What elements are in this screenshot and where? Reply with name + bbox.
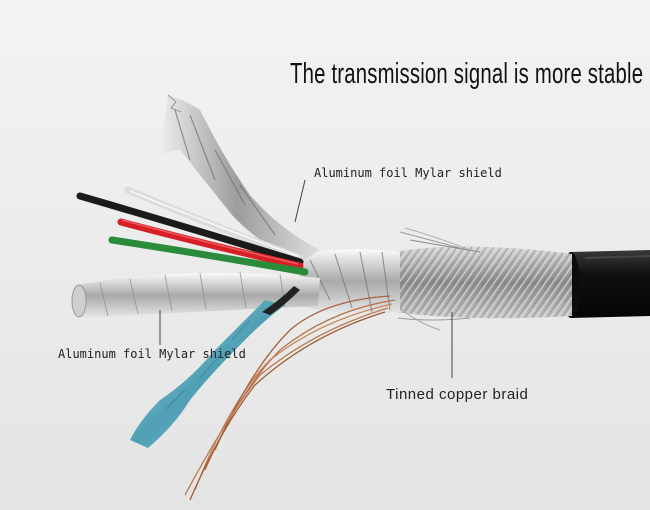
- callout-foil-left: Aluminum foil Mylar shield: [58, 347, 246, 361]
- foil-shield-upper: [155, 94, 320, 262]
- leader-line-top: [294, 179, 306, 223]
- signal-wires: [76, 186, 309, 276]
- copper-strands: [184, 295, 396, 501]
- drain-wire: [262, 286, 300, 315]
- callout-foil-top: Aluminum foil Mylar shield: [314, 166, 502, 180]
- tinned-copper-braid: [387, 227, 572, 331]
- blue-foil-strip: [130, 300, 285, 448]
- headline: The transmission signal is more stable: [290, 58, 644, 90]
- cable-jacket: [562, 250, 650, 318]
- red-wire: [117, 218, 304, 270]
- green-wire: [108, 236, 309, 276]
- callout-braid: Tinned copper braid: [386, 386, 529, 403]
- black-wire: [76, 192, 304, 266]
